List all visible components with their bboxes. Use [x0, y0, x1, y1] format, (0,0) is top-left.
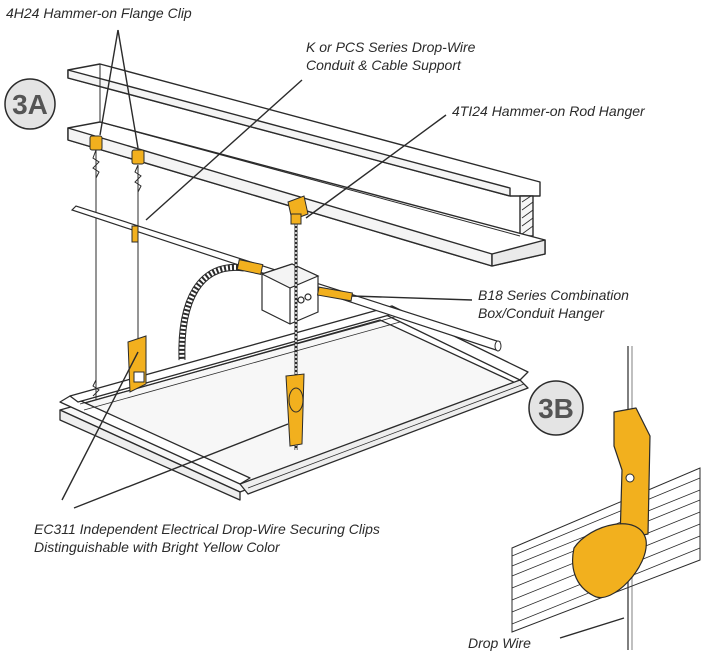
badge-3a: 3A	[4, 78, 56, 130]
drop-wires	[92, 149, 142, 400]
callout-drop-wire-support-line2: Conduit & Cable Support	[306, 57, 461, 73]
callout-rod-hanger: 4TI24 Hammer-on Rod Hanger	[452, 103, 645, 119]
callout-box-hanger-line1: B18 Series Combination	[478, 287, 629, 303]
callout-drop-wire: Drop Wire	[468, 635, 531, 651]
securing-clip-left	[127, 335, 147, 393]
callout-box-hanger: B18 Series Combination Box/Conduit Hange…	[478, 286, 688, 322]
detail-3b	[511, 346, 701, 650]
callout-flange-clip: 4H24 Hammer-on Flange Clip	[6, 5, 192, 21]
rod-hanger	[287, 195, 309, 225]
callout-securing-clips: EC311 Independent Electrical Drop-Wire S…	[34, 520, 474, 556]
badge-3a-label: 3A	[12, 89, 48, 120]
leader-lines	[61, 29, 625, 639]
badge-3b-label: 3B	[538, 393, 574, 424]
drop-wire-support-clip	[131, 225, 139, 243]
callout-box-hanger-line2: Box/Conduit Hanger	[478, 305, 605, 321]
flexible-conduit	[178, 263, 245, 361]
callout-drop-wire-support: K or PCS Series Drop-Wire Conduit & Cabl…	[306, 38, 566, 74]
flange-clip	[89, 135, 145, 165]
callout-drop-wire-support-line1: K or PCS Series Drop-Wire	[306, 39, 476, 55]
callout-securing-clips-line1: EC311 Independent Electrical Drop-Wire S…	[34, 521, 380, 537]
callout-securing-clips-line2: Distinguishable with Bright Yellow Color	[34, 539, 280, 555]
i-beam	[67, 63, 546, 267]
junction-box	[260, 263, 320, 325]
securing-clip-right	[285, 373, 305, 447]
box-hanger	[236, 259, 354, 302]
badge-3b: 3B	[528, 380, 584, 436]
